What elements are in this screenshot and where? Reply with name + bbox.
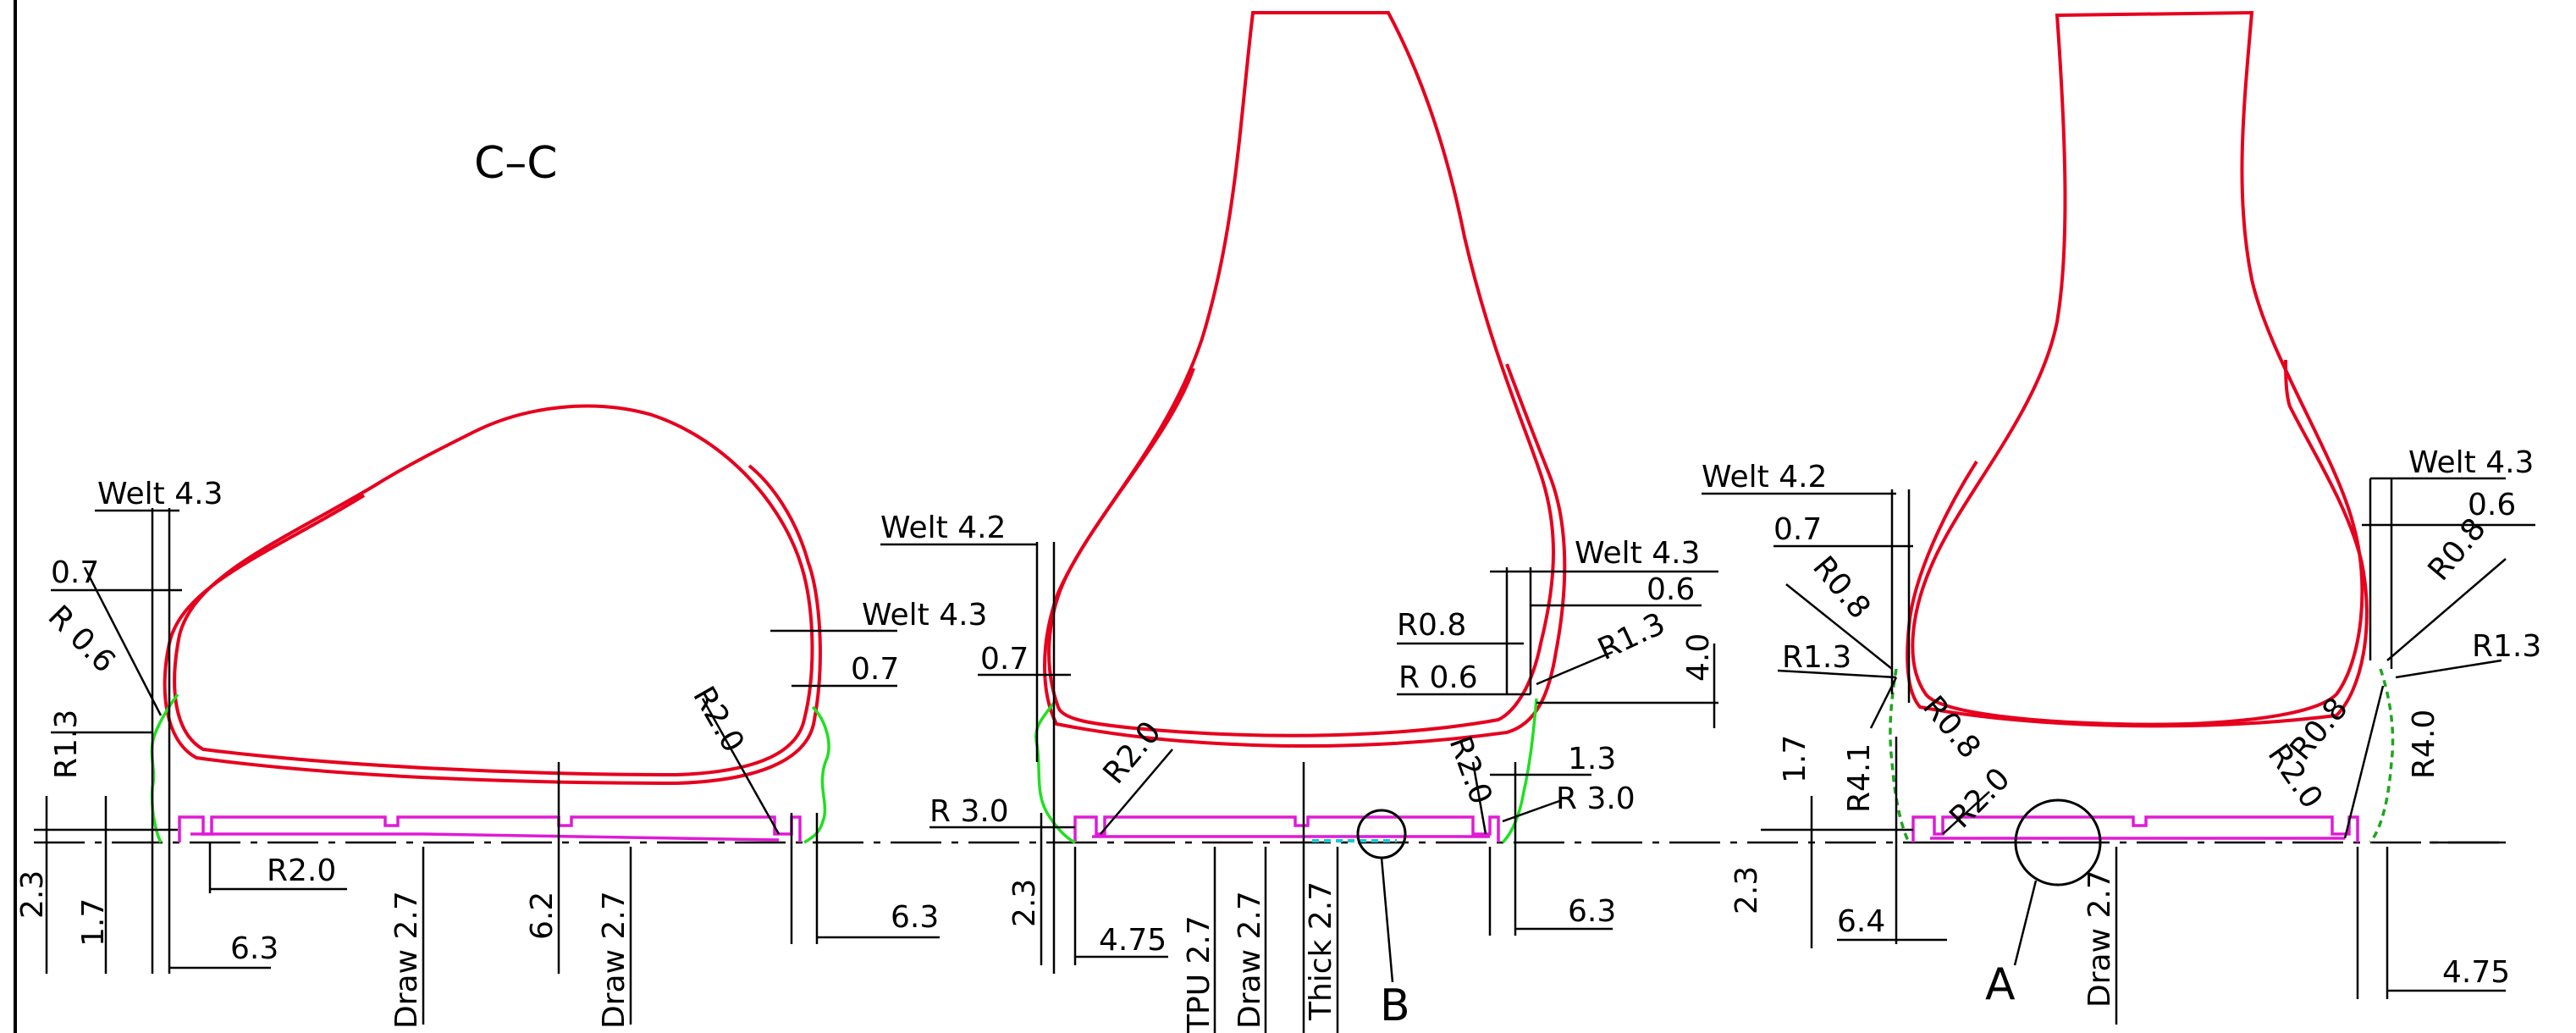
- dim-4-75: 4.75: [2442, 955, 2510, 990]
- dim-0-7: 0.7: [851, 652, 899, 687]
- dim-r-0-8: R0.8: [1397, 608, 1466, 643]
- dim-6-3: 6.3: [230, 931, 279, 966]
- dim-tpu-2-7: TPU 2.7: [1182, 915, 1216, 1033]
- leader: [2343, 685, 2385, 839]
- dim-r-3-0: R 3.0: [929, 794, 1009, 829]
- dim-2-3: 2.3: [1729, 866, 1764, 914]
- dim-r-0-8: R0.8: [1916, 689, 1987, 765]
- dim-6-2: 6.2: [525, 892, 560, 940]
- dim-r-2-0: R2.0: [1442, 732, 1499, 809]
- dim-r-1-3: R1.3: [1592, 606, 1670, 667]
- dim-r-3-0: R 3.0: [1556, 782, 1636, 816]
- section-3: A Welt 4.2 0.7 R0.8 R1.3 R0.8 R2.0 1.7 R…: [1702, 10, 2541, 1025]
- welt-left-3: [1889, 668, 1911, 843]
- dim-4-0: 4.0: [1681, 633, 1716, 682]
- upper-outline-3: [1911, 10, 2364, 726]
- dim-thick-2-7: Thick 2.7: [1304, 881, 1338, 1021]
- dim-r-2-0: R2.0: [267, 853, 336, 888]
- leader: [1785, 583, 1893, 670]
- welt-left-2: [1034, 701, 1076, 844]
- dim-welt-4-2: Welt 4.2: [880, 511, 1006, 545]
- leader: [1471, 761, 1487, 835]
- welt-right-3: [2369, 668, 2395, 844]
- dim-r-0-6: R 0.6: [41, 599, 122, 679]
- detail-b-label: B: [1380, 981, 1410, 1031]
- dim-0-7: 0.7: [980, 642, 1029, 677]
- leader: [1502, 798, 1563, 823]
- dim-r-4-0: R4.0: [2407, 710, 2441, 779]
- dim-welt-4-3: Welt 4.3: [1575, 536, 1700, 571]
- detail-b-leader: [1380, 857, 1394, 983]
- leader: [2386, 558, 2507, 661]
- dim-r-1-3: R1.3: [2472, 629, 2541, 664]
- leader: [1536, 650, 1613, 686]
- dim-2-3: 2.3: [15, 870, 50, 919]
- welt-left-1: [150, 693, 179, 843]
- dim-draw-2-7: Draw 2.7: [597, 891, 632, 1029]
- upper-outline-2: [1047, 11, 1555, 737]
- leader: [2395, 659, 2502, 679]
- dim-6-3: 6.3: [891, 900, 939, 935]
- dim-0-7: 0.7: [51, 555, 99, 590]
- dim-r-1-3: R1.3: [1782, 640, 1851, 675]
- detail-a-label: A: [1985, 959, 2016, 1010]
- section-2: B Welt 4.2 0.7 R2.0 R 3.0 2.3: [880, 11, 1718, 1033]
- leader: [1100, 749, 1173, 835]
- upper-inner-3: [1906, 359, 2369, 728]
- sole-bottom-1: [190, 832, 780, 842]
- detail-a-leader: [2013, 880, 2038, 966]
- dim-r-4-1: R4.1: [1842, 743, 1877, 813]
- dim-4-75: 4.75: [1099, 923, 1167, 958]
- welt-right-2: [1501, 698, 1538, 844]
- dim-0-7: 0.7: [1773, 512, 1822, 547]
- upper-inner-2: [1043, 363, 1567, 748]
- dim-1-3: 1.3: [1568, 742, 1616, 776]
- dim-welt-4-3: Welt 4.3: [862, 598, 987, 633]
- leader: [83, 566, 163, 716]
- dim-r-2-0: R2.0: [686, 681, 751, 759]
- dim-draw-2-7: Draw 2.7: [1233, 891, 1267, 1029]
- dim-1-7: 1.7: [1778, 735, 1812, 783]
- dim-r-0-6: R 0.6: [1398, 660, 1478, 695]
- section-title: C–C: [474, 138, 558, 189]
- leader: [1942, 791, 1990, 835]
- sole-outline-2: [1073, 815, 1500, 842]
- leader: [701, 698, 781, 835]
- leader: [1777, 669, 1897, 679]
- dim-0-6: 0.6: [1647, 572, 1695, 607]
- section-1: Welt 4.3 0.7 R 0.6 R1.3 Welt 4.3 0.7 R2.…: [15, 404, 987, 1029]
- dim-r-0-8: R0.8: [1806, 550, 1877, 625]
- dim-welt-4-2: Welt 4.2: [1702, 460, 1827, 494]
- dim-draw-2-7: Draw 2.7: [389, 891, 424, 1029]
- dim-draw-2-7: Draw 2.7: [2082, 870, 2117, 1008]
- welt-right-1: [803, 705, 830, 844]
- dim-r-1-3: R1.3: [49, 710, 84, 779]
- dim-2-3: 2.3: [1007, 879, 1042, 927]
- dim-welt-4-3: Welt 4.3: [97, 477, 223, 511]
- dim-r-0-8: R0.8: [2421, 511, 2492, 587]
- dim-6-3: 6.3: [1568, 894, 1616, 929]
- dim-6-4: 6.4: [1837, 904, 1885, 939]
- upper-outline-1: [173, 404, 814, 777]
- dim-welt-4-3: Welt 4.3: [2408, 445, 2534, 480]
- dim-1-7: 1.7: [76, 898, 111, 947]
- detail-a-circle: [2014, 798, 2102, 887]
- leader: [1869, 677, 1898, 729]
- dim-0-6: 0.6: [2468, 488, 2516, 522]
